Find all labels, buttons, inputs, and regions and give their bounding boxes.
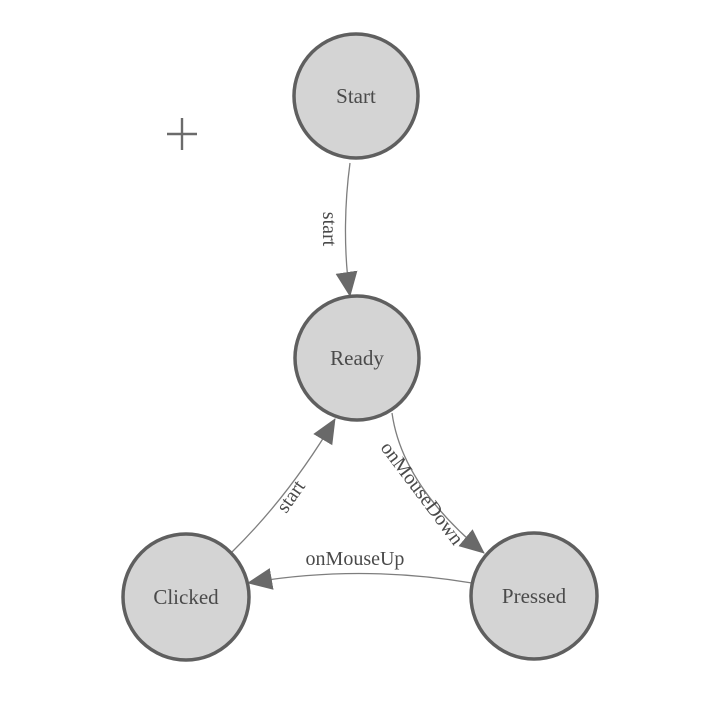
state-node-clicked[interactable]: Clicked <box>121 532 251 662</box>
transition-label-clicked-to-ready: start <box>272 476 310 517</box>
state-label-ready: Ready <box>330 346 384 370</box>
transition-pressed-to-clicked[interactable] <box>247 568 473 590</box>
state-node-ready[interactable]: Ready <box>293 294 421 422</box>
transition-label-start-to-ready: start <box>318 212 340 247</box>
state-circle-pressed[interactable] <box>469 531 599 661</box>
transition-clicked-to-ready[interactable] <box>231 418 336 553</box>
state-circle-ready[interactable] <box>293 294 421 422</box>
state-label-start: Start <box>336 84 376 108</box>
state-label-clicked: Clicked <box>153 585 219 609</box>
state-node-start[interactable]: Start <box>292 32 420 160</box>
plus-crosshair-icon <box>167 118 197 150</box>
transition-start-to-ready[interactable] <box>335 162 358 297</box>
state-node-pressed[interactable]: Pressed <box>469 531 599 661</box>
transition-label-ready-to-pressed: onMouseDown <box>376 438 468 550</box>
transition-ready-to-pressed[interactable] <box>391 412 485 554</box>
transition-label-pressed-to-clicked: onMouseUp <box>306 548 405 570</box>
state-circle-start[interactable] <box>292 32 420 160</box>
state-circle-clicked[interactable] <box>121 532 251 662</box>
state-label-pressed: Pressed <box>502 584 567 608</box>
